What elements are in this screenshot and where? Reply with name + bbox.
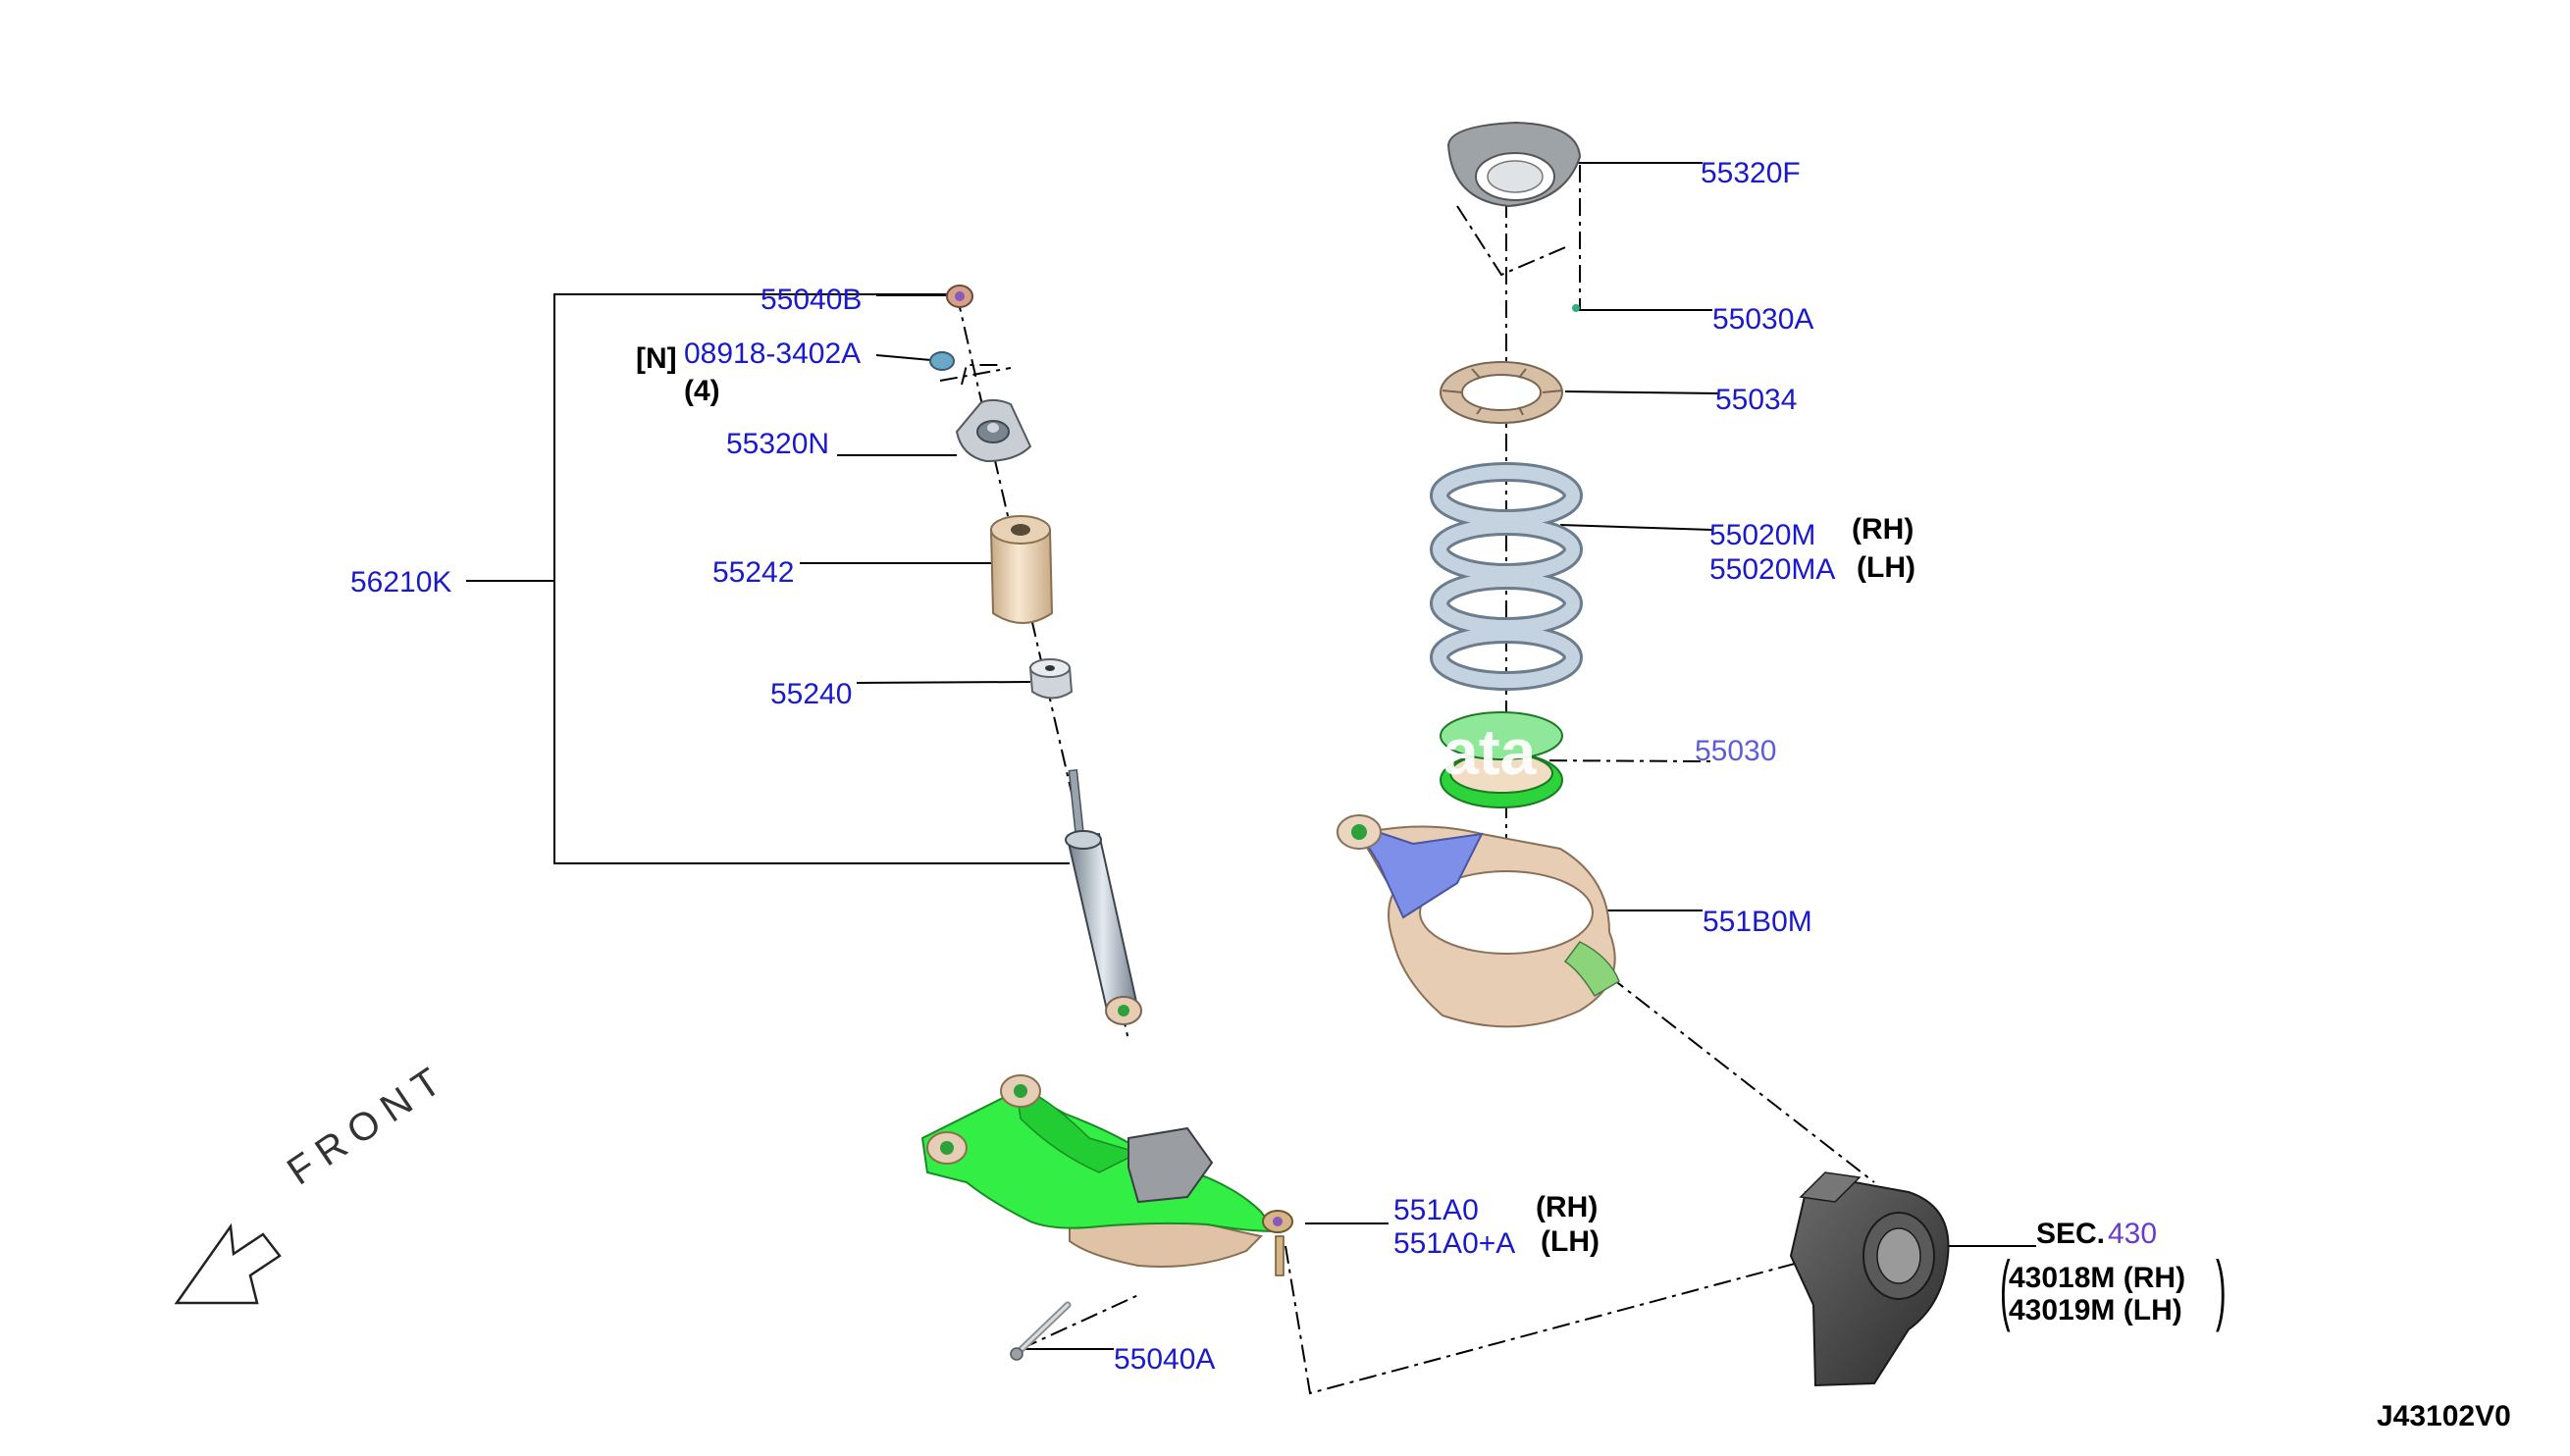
lh-label-spring: (LH) (1857, 551, 1915, 584)
part-55040A-label[interactable]: 55040A (1114, 1343, 1216, 1376)
dust-cover-55240 (1028, 658, 1074, 700)
rh-label-arm: (RH) (1536, 1191, 1599, 1223)
nut-55040B (946, 285, 973, 308)
part-56210K-label[interactable]: 56210K (350, 566, 452, 598)
spring-link-551B0M (1337, 814, 1620, 1028)
leader-lines (466, 162, 2036, 1350)
lower-arm-551A0 (920, 1074, 1293, 1276)
part-55320F-label[interactable]: 55320F (1701, 157, 1801, 189)
mount-55320N (955, 398, 1032, 463)
part-55020MA-label[interactable]: 55020MA (1709, 553, 1836, 586)
bolt-55040A (1010, 1301, 1072, 1361)
part-43019M-label[interactable]: 43019M (LH) (2009, 1294, 2182, 1326)
paren-right: ) (2215, 1245, 2227, 1332)
section-prefix: SEC. (2036, 1218, 2106, 1250)
knuckle-43018M (1789, 1171, 1950, 1387)
part-551A0A-label[interactable]: 551A0+A (1393, 1227, 1516, 1260)
part-55030A-label[interactable]: 55030A (1712, 303, 1814, 336)
part-55030-label[interactable]: 55030 (1695, 735, 1777, 767)
part-551A0-label[interactable]: 551A0 (1393, 1194, 1479, 1226)
front-arrow-icon (174, 1222, 282, 1305)
lh-label-arm: (LH) (1541, 1225, 1600, 1258)
watermark-fragment: ata (1442, 715, 1537, 788)
section-430-link[interactable]: 430 (2108, 1218, 2158, 1250)
spring-seat-55034 (1440, 361, 1563, 424)
diagram-id: J43102V0 (2377, 1400, 2511, 1432)
part-55240-label[interactable]: 55240 (770, 678, 853, 710)
nut-08918-3402A (929, 351, 955, 371)
quantity-label: (4) (684, 375, 720, 407)
part-08918-3402A-label[interactable]: 08918-3402A (684, 338, 862, 370)
part-55020M-label[interactable]: 55020M (1709, 519, 1816, 551)
bolt-55030A (1572, 304, 1580, 312)
rh-label-spring: (RH) (1852, 513, 1914, 546)
part-55320N-label[interactable]: 55320N (726, 428, 830, 460)
part-551B0M-label[interactable]: 551B0M (1703, 906, 1812, 938)
part-43018M-label[interactable]: 43018M (RH) (2009, 1262, 2186, 1294)
paren-left: ( (1999, 1245, 2011, 1332)
shock-absorber (1065, 768, 1142, 1025)
upper-seat-55320F (1446, 121, 1582, 208)
lower-seat-55030 (1440, 711, 1563, 808)
part-55242-label[interactable]: 55242 (712, 556, 795, 589)
part-55034-label[interactable]: 55034 (1715, 384, 1798, 416)
new-part-tag: [N] (636, 342, 677, 375)
coil-spring-55020M (1430, 462, 1583, 691)
bump-stop-55242 (989, 515, 1054, 624)
part-55040B-label[interactable]: 55040B (761, 284, 863, 316)
